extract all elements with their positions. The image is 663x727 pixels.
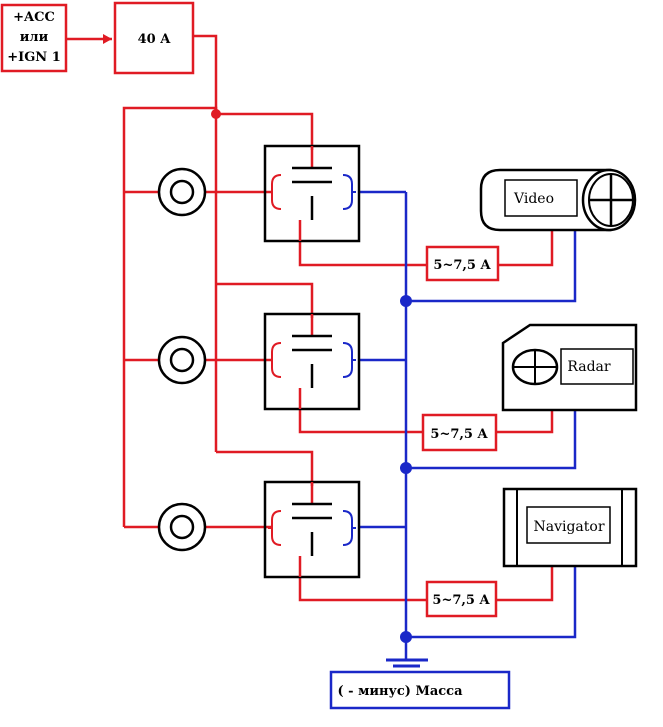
radar-device: Radar xyxy=(501,323,638,412)
main-fuse: 40 A xyxy=(113,1,195,75)
junction-dot-red xyxy=(211,109,221,119)
positive-wiring xyxy=(66,34,554,602)
switch-1 xyxy=(157,167,207,217)
negative-wiring xyxy=(358,190,577,668)
main-fuse-label: 40 A xyxy=(138,32,172,47)
wire-fuse-video xyxy=(498,230,554,267)
wire-bus-relay-2 xyxy=(216,282,314,318)
ground-label: ( - минус) Масса xyxy=(337,684,463,699)
wire-relay-2-out xyxy=(298,408,423,434)
arrow-head-icon xyxy=(103,34,112,44)
wire-top-bus xyxy=(122,106,314,527)
branch-fuse-2: 5~7,5 A xyxy=(421,413,498,452)
junction-dot-blue-1 xyxy=(400,295,412,307)
branch-fuse-3-label: 5~7,5 A xyxy=(432,593,490,608)
navigator-screen-icon xyxy=(526,506,611,544)
power-source-line-2: или xyxy=(20,30,49,45)
navigator-label: Navigator xyxy=(533,519,604,535)
video-label: Video xyxy=(513,191,554,207)
video-device: Video xyxy=(479,168,637,232)
wire-radar-ground xyxy=(406,410,577,470)
wire-video-ground xyxy=(406,230,577,303)
wire-relay-3-out xyxy=(298,576,427,602)
ground-box: ( - минус) Масса xyxy=(329,670,511,710)
wire-fuse-to-bus xyxy=(193,34,218,114)
power-source: +ACC или +IGN 1 xyxy=(0,3,68,73)
navigator-device: Navigator xyxy=(502,487,638,568)
wire-fuse-radar xyxy=(496,410,554,434)
junction-dot-blue-3 xyxy=(400,631,412,643)
switch-3 xyxy=(157,502,207,552)
branch-fuse-2-label: 5~7,5 A xyxy=(430,427,488,442)
branch-fuse-1-label: 5~7,5 A xyxy=(433,258,491,273)
relay-1 xyxy=(263,144,361,243)
wire-bus-relay-3 xyxy=(216,450,314,486)
wire-fuse-navigator xyxy=(496,566,554,602)
branch-fuse-3: 5~7,5 A xyxy=(425,580,498,618)
wire-relay-1-out xyxy=(298,240,427,267)
radar-label: Radar xyxy=(567,359,611,375)
junction-dot-blue-2 xyxy=(400,462,412,474)
relay-2 xyxy=(263,312,361,411)
branch-fuse-1: 5~7,5 A xyxy=(425,245,500,282)
relay-3 xyxy=(263,480,361,579)
wire-navigator-ground xyxy=(406,566,577,639)
switch-2 xyxy=(157,335,207,385)
power-source-line-1: +ACC xyxy=(13,10,55,25)
power-source-line-3: +IGN 1 xyxy=(7,50,61,65)
